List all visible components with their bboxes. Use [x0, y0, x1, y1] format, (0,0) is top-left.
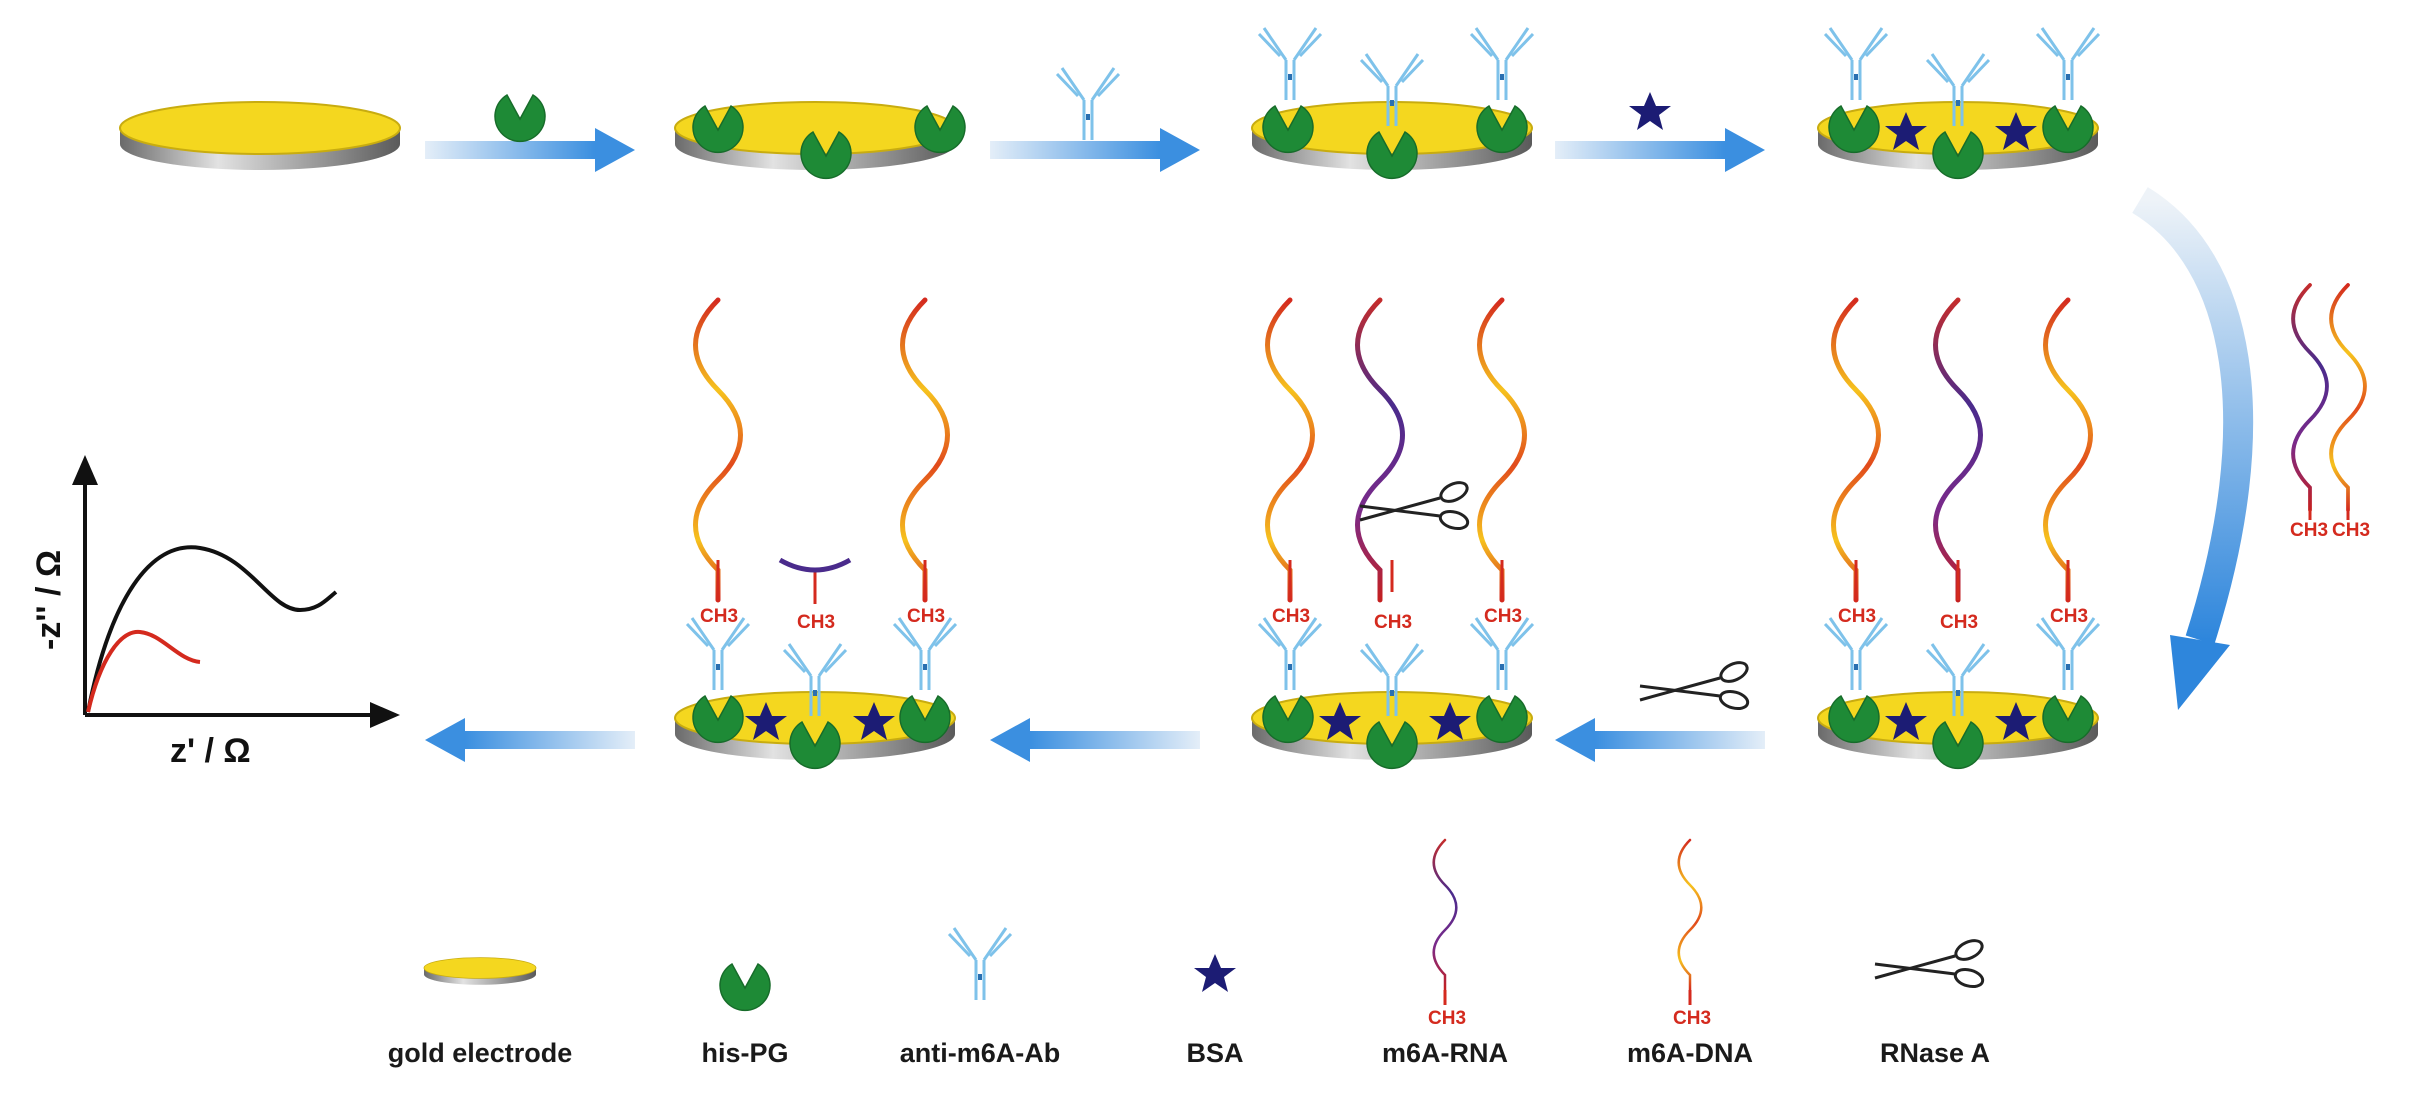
step-7-after-cleavage: CH3 CH3 CH3 [674, 300, 958, 770]
ch3-label: CH3 [797, 612, 835, 633]
ch3-label: CH3 [700, 606, 738, 627]
curved-arrow [2131, 187, 2254, 710]
ch3-label: CH3 [1484, 606, 1522, 627]
ch3-label: CH3 [2050, 606, 2088, 627]
legend-item-his-pg: his-PG [701, 963, 789, 1068]
input-m6a-strands: CH3 CH3 [2290, 283, 2370, 541]
legend-label-his-pg: his-PG [701, 1038, 788, 1068]
antibody-icon [1055, 66, 1121, 142]
arrow-step-3 [1555, 92, 1765, 172]
legend: gold electrode his-PG anti-m6A-Ab BSA CH… [388, 838, 1990, 1068]
step-2-his-pg-electrode [674, 101, 966, 180]
step-4-bsa-blocked-electrode [1817, 26, 2101, 180]
impedance-plot: -z'' / Ω z' / Ω [30, 455, 400, 770]
legend-item-m6a-rna: CH3 m6A-RNA [1382, 838, 1508, 1068]
legend-item-bsa: BSA [1186, 954, 1244, 1068]
arrow-step-1 [425, 94, 635, 172]
legend-item-gold-electrode: gold electrode [388, 957, 573, 1068]
his-pg-icon [494, 94, 546, 143]
ch3-label: CH3 [1272, 606, 1310, 627]
legend-label-bsa: BSA [1186, 1038, 1243, 1068]
ch3-label: CH3 [1428, 1008, 1466, 1029]
arrow-step-5 [1555, 657, 1765, 762]
legend-label-m6a-dna: m6A-DNA [1627, 1038, 1753, 1068]
ch3-label: CH3 [2332, 520, 2370, 541]
legend-label-antibody: anti-m6A-Ab [900, 1038, 1061, 1068]
step-6-rnase-cleavage: CH3 CH3 CH3 [1251, 300, 1535, 770]
legend-label-m6a-rna: m6A-RNA [1382, 1038, 1508, 1068]
ch3-label: CH3 [907, 606, 945, 627]
step-3-antibody-electrode [1251, 26, 1535, 180]
legend-label-rnase-a: RNase A [1880, 1038, 1990, 1068]
gold-electrode-icon [119, 101, 401, 171]
ch3-label: CH3 [1838, 606, 1876, 627]
step-1-bare-electrode [119, 101, 401, 171]
legend-item-m6a-dna: CH3 m6A-DNA [1627, 838, 1753, 1068]
step-5-captured-strands: CH3 CH3 CH3 [1817, 300, 2101, 770]
legend-label-gold-electrode: gold electrode [388, 1038, 573, 1068]
legend-item-rnase-a: RNase A [1873, 935, 1990, 1068]
ch3-label: CH3 [1374, 612, 1412, 633]
plot-xlabel: z' / Ω [170, 732, 251, 770]
ch3-label: CH3 [2290, 520, 2328, 541]
arrow-step-2 [990, 66, 1200, 172]
impedance-curve-black [86, 545, 338, 713]
impedance-curve-red [86, 629, 201, 713]
arrow-step-7 [425, 718, 635, 762]
plot-ylabel: -z'' / Ω [30, 550, 68, 650]
bsa-star-icon [1629, 92, 1671, 130]
legend-item-antibody: anti-m6A-Ab [900, 926, 1061, 1068]
ch3-label: CH3 [1940, 612, 1978, 633]
ch3-label: CH3 [1673, 1008, 1711, 1029]
arrow-step-6 [990, 718, 1200, 762]
